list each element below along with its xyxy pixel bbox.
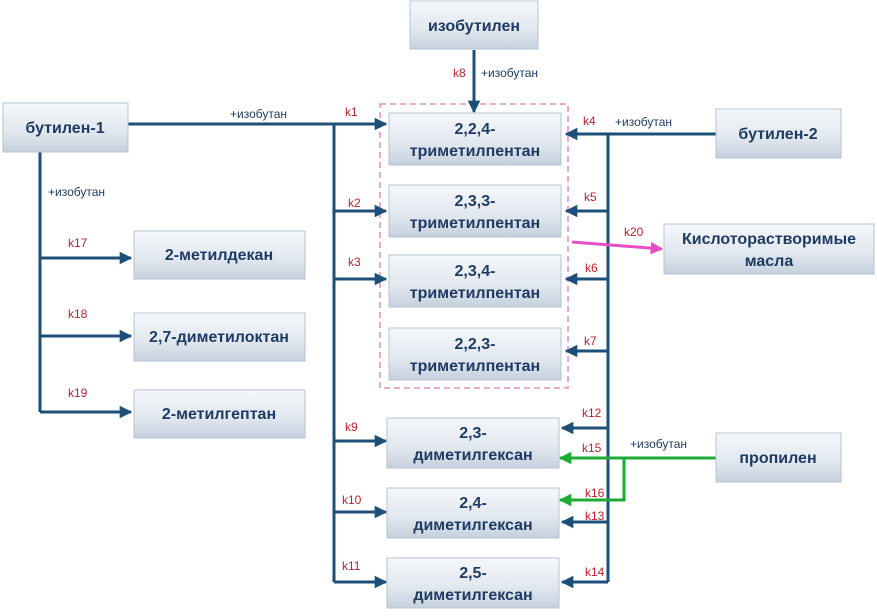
node-233-trimethylpentane: 2,3,3- триметилпентан <box>388 184 562 238</box>
node-2-methylheptane: 2-метилгептан <box>133 389 306 439</box>
label-k9: k9 <box>345 420 358 434</box>
label-k18: k18 <box>68 307 88 321</box>
note-isobutane-k8: +изобутан <box>481 66 538 80</box>
node-propylene: пропилен <box>715 432 842 483</box>
svg-text:диметилгексан: диметилгексан <box>413 587 532 604</box>
svg-text:2,3-: 2,3- <box>459 425 487 442</box>
label-k17: k17 <box>68 236 88 250</box>
node-24-dimethylhexane: 2,4- диметилгексан <box>386 487 560 539</box>
label-k20: k20 <box>624 225 644 239</box>
svg-text:Кислоторастворимые: Кислоторастворимые <box>682 231 856 248</box>
svg-text:2,3,3-: 2,3,3- <box>455 193 496 210</box>
svg-text:2,4-: 2,4- <box>459 495 487 512</box>
arrow-k16 <box>558 458 626 507</box>
label-k6: k6 <box>585 261 598 275</box>
node-27-dimethyloctane: 2,7-диметилоктан <box>133 312 306 362</box>
svg-text:изобутилен: изобутилен <box>428 18 520 35</box>
label-k15: k15 <box>582 441 602 455</box>
svg-text:диметилгексан: диметилгексан <box>413 447 532 464</box>
svg-text:2-метилгептан: 2-метилгептан <box>162 406 276 423</box>
svg-text:2,2,3-: 2,2,3- <box>455 336 496 353</box>
node-234-trimethylpentane: 2,3,4- триметилпентан <box>388 254 562 308</box>
svg-text:триметилпентан: триметилпентан <box>410 285 540 302</box>
node-acid-soluble-oils: Кислоторастворимые масла <box>663 223 875 275</box>
svg-text:пропилен: пропилен <box>739 450 816 467</box>
node-isobutylene: изобутилен <box>409 0 539 50</box>
note-isobutane-butylene2: +изобутан <box>615 115 672 129</box>
label-k1: k1 <box>345 105 358 119</box>
svg-text:2-метилдекан: 2-метилдекан <box>165 247 273 264</box>
node-223-trimethylpentane: 2,2,3- триметилпентан <box>388 327 562 381</box>
svg-text:триметилпентан: триметилпентан <box>410 358 540 375</box>
svg-text:масла: масла <box>745 253 794 270</box>
svg-text:диметилгексан: диметилгексан <box>413 517 532 534</box>
node-butylene-1: бутилен-1 <box>2 102 129 153</box>
label-k10: k10 <box>342 493 362 507</box>
svg-text:триметилпентан: триметилпентан <box>410 215 540 232</box>
svg-text:2,5-: 2,5- <box>459 565 487 582</box>
label-k8: k8 <box>453 66 466 80</box>
svg-text:бутилен-1: бутилен-1 <box>25 120 104 137</box>
svg-text:2,7-диметилоктан: 2,7-диметилоктан <box>149 329 289 346</box>
note-isobutane-propylene: +изобутан <box>630 437 687 451</box>
svg-text:бутилен-2: бутилен-2 <box>738 126 817 143</box>
label-k11: k11 <box>342 559 361 573</box>
node-butylene-2: бутилен-2 <box>715 108 842 159</box>
label-k4: k4 <box>583 114 596 128</box>
node-2-methyldecane: 2-метилдекан <box>133 230 306 280</box>
label-k13: k13 <box>585 509 605 523</box>
svg-text:2,3,4-: 2,3,4- <box>455 263 496 280</box>
node-224-trimethylpentane: 2,2,4- триметилпентан <box>388 112 562 166</box>
label-k19: k19 <box>68 386 88 400</box>
label-k5: k5 <box>584 190 597 204</box>
label-k3: k3 <box>348 255 361 269</box>
arrow-k20 <box>571 240 664 255</box>
label-k2: k2 <box>348 196 361 210</box>
label-k14: k14 <box>585 565 605 579</box>
svg-text:триметилпентан: триметилпентан <box>410 143 540 160</box>
label-k16: k16 <box>585 486 605 500</box>
node-25-dimethylhexane: 2,5- диметилгексан <box>386 557 560 609</box>
svg-text:2,2,4-: 2,2,4- <box>455 121 496 138</box>
label-k12: k12 <box>582 406 602 420</box>
node-23-dimethylhexane: 2,3- диметилгексан <box>386 417 560 469</box>
note-isobutane-butylene1: +изобутан <box>230 107 287 121</box>
label-k7: k7 <box>584 334 597 348</box>
note-isobutane-branch: +изобутан <box>48 185 105 199</box>
